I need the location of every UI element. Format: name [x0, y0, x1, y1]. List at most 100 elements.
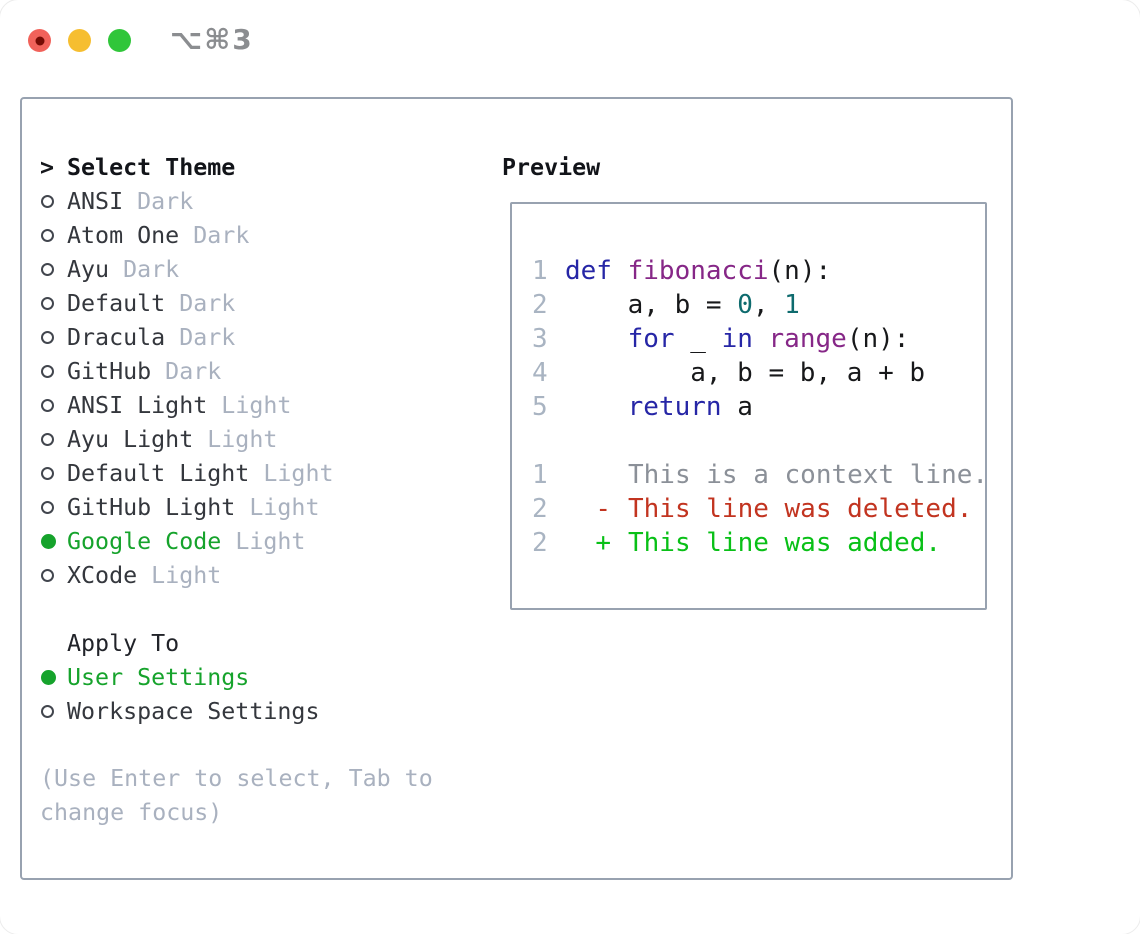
- theme-option-label: XCode: [67, 561, 138, 589]
- code-token: [753, 324, 769, 354]
- select-theme-header-row: > Select Theme: [40, 150, 485, 184]
- spacer: [40, 728, 485, 762]
- code-token: [565, 324, 628, 354]
- code-token: (n):: [846, 324, 910, 354]
- spacer: [532, 424, 985, 458]
- radio-icon: [41, 194, 54, 208]
- radio-icon: [41, 296, 54, 310]
- diff-text: This line was added.: [628, 528, 942, 558]
- theme-option[interactable]: Dracula Dark: [40, 320, 485, 354]
- theme-option[interactable]: Google Code Light: [40, 524, 485, 558]
- code-token: 1: [784, 290, 800, 320]
- diff-line: 2-This line was deleted.: [532, 492, 985, 526]
- code-token: (n):: [768, 256, 832, 286]
- apply-to-title: Apply To: [67, 629, 180, 657]
- diff-line: 1 This is a context line.: [532, 458, 989, 492]
- theme-option[interactable]: GitHub Dark: [40, 354, 485, 388]
- code-token: [565, 392, 628, 422]
- theme-option[interactable]: ANSI Dark: [40, 184, 485, 218]
- window-title: ⌥⌘3: [170, 23, 254, 56]
- theme-option[interactable]: GitHub Light Light: [40, 490, 485, 524]
- theme-variant-label: Dark: [179, 221, 250, 249]
- radio-icon: [41, 398, 54, 412]
- code-token: 0: [737, 290, 753, 320]
- apply-to-option[interactable]: User Settings: [40, 660, 485, 694]
- zoom-button[interactable]: [108, 29, 131, 52]
- titlebar: ⌥⌘3: [28, 23, 254, 56]
- preview-header-row: Preview: [502, 150, 1007, 184]
- code-token: a, b =: [565, 290, 738, 320]
- code-line: 2 a, b = 0, 1: [532, 288, 985, 322]
- theme-variant-label: Light: [249, 459, 334, 487]
- theme-option-label: Atom One: [67, 221, 180, 249]
- theme-variant-label: Dark: [109, 255, 180, 283]
- code-token: a, b = b, a + b: [565, 358, 926, 388]
- radio-icon: [41, 330, 54, 344]
- radio-cell: [40, 228, 67, 242]
- close-button[interactable]: [28, 29, 51, 52]
- theme-option[interactable]: XCode Light: [40, 558, 485, 592]
- code-token: in: [721, 324, 753, 354]
- theme-option[interactable]: ANSI Light Light: [40, 388, 485, 422]
- radio-cell: [40, 669, 67, 685]
- line-number: 2: [532, 528, 548, 558]
- theme-option-label: Default Light: [67, 459, 250, 487]
- line-number: 4: [532, 358, 548, 388]
- radio-cell: [40, 500, 67, 514]
- theme-variant-label: Dark: [123, 187, 194, 215]
- code-line: 5 return a: [532, 390, 985, 424]
- theme-option[interactable]: Default Light Light: [40, 456, 485, 490]
- radio-icon: [41, 228, 54, 242]
- selected-radio-icon: [41, 533, 56, 549]
- radio-icon: [41, 568, 54, 582]
- radio-icon: [41, 432, 54, 446]
- radio-cell: [40, 432, 67, 446]
- theme-option[interactable]: Default Dark: [40, 286, 485, 320]
- diff-marker: +: [595, 528, 611, 558]
- theme-option-label: Ayu Light: [67, 425, 194, 453]
- radio-cell: [40, 296, 67, 310]
- code-token: a: [721, 392, 753, 422]
- diff-preview: 1 This is a context line. 2 -This line was …: [532, 458, 989, 560]
- line-number: 3: [532, 324, 548, 354]
- code-token: _: [674, 324, 722, 354]
- apply-to-option-label: Workspace Settings: [67, 697, 320, 725]
- radio-icon: [41, 364, 54, 378]
- diff-text: This is a context line.: [628, 460, 989, 490]
- selected-radio-icon: [41, 669, 56, 685]
- apply-to-option-label: User Settings: [67, 663, 250, 691]
- theme-option[interactable]: Ayu Dark: [40, 252, 485, 286]
- theme-option-label: Default: [67, 289, 166, 317]
- code-token: ,: [752, 290, 785, 320]
- theme-variant-label: Light: [235, 493, 320, 521]
- diff-marker: -: [595, 494, 611, 524]
- theme-option-label: Ayu: [67, 255, 110, 283]
- theme-variant-label: Dark: [151, 357, 222, 385]
- radio-cell: [40, 364, 67, 378]
- radio-cell: [40, 262, 67, 276]
- line-number: 1: [532, 460, 548, 490]
- theme-option-label: ANSI: [67, 187, 124, 215]
- code-token: fibonacci: [627, 256, 769, 286]
- radio-cell: [40, 568, 67, 582]
- theme-option-label: Dracula: [67, 323, 166, 351]
- theme-option-label: ANSI Light: [67, 391, 208, 419]
- select-theme-title: Select Theme: [67, 153, 236, 181]
- minimize-button[interactable]: [68, 29, 91, 52]
- line-number: 2: [532, 494, 548, 524]
- code-token: [612, 256, 628, 286]
- radio-cell: [40, 533, 67, 549]
- theme-variant-label: Light: [137, 561, 222, 589]
- apply-to-option[interactable]: Workspace Settings: [40, 694, 485, 728]
- radio-icon: [41, 466, 54, 480]
- theme-variant-label: Light: [207, 391, 292, 419]
- theme-option[interactable]: Atom One Dark: [40, 218, 485, 252]
- code-token: return: [627, 392, 722, 422]
- theme-option[interactable]: Ayu Light Light: [40, 422, 485, 456]
